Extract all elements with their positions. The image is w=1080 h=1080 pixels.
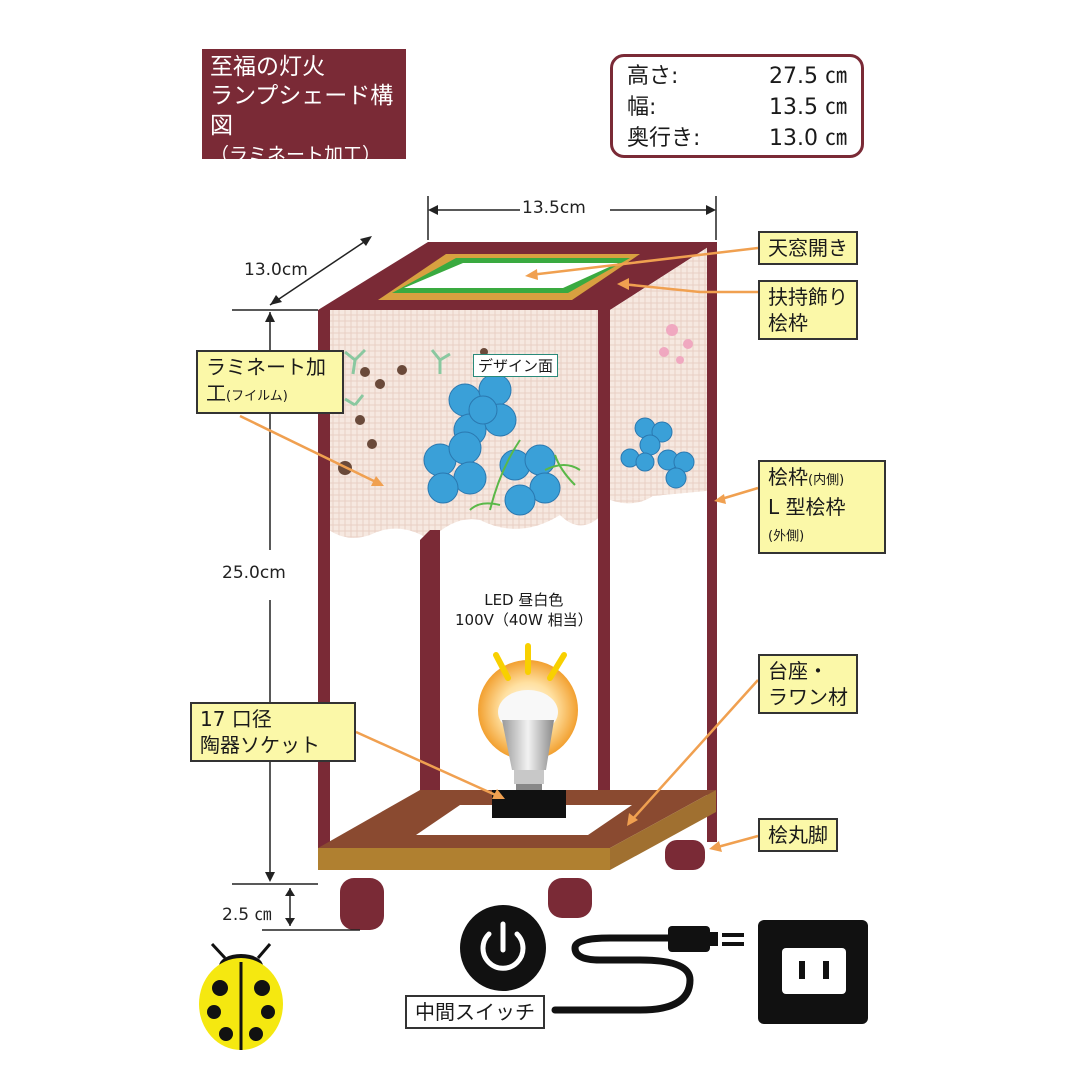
title-line-3: （ラミネート加工） xyxy=(210,144,382,166)
led-caption-line-1: LED 昼白色 xyxy=(484,591,564,609)
label-laminate-small: (フイルム) xyxy=(226,389,288,404)
label-base: 台座・ ラワン材 xyxy=(758,654,858,714)
label-hinoki-small-1: (内側) xyxy=(808,473,845,488)
label-skylight: 天窓開き xyxy=(758,231,858,265)
outlet-icon xyxy=(758,920,868,1024)
top-frame xyxy=(318,242,716,310)
label-skylight-text: 天窓開き xyxy=(768,236,848,260)
label-design-face: デザイン面 xyxy=(473,354,559,377)
depth-dimension: 13.0cm xyxy=(244,260,308,280)
legs xyxy=(340,840,705,930)
title-box: 至福の灯火 ランプシェード構図 （ラミネート加工） xyxy=(202,49,406,166)
label-frame-top-line-1: 扶持飾り xyxy=(768,285,848,309)
label-base-line-2: ラワン材 xyxy=(768,685,848,709)
label-laminate-line-1: ラミネート加 xyxy=(206,355,326,379)
spec-value: 13.5 ㎝ xyxy=(769,95,847,120)
width-dimension: 13.5cm xyxy=(522,198,586,218)
side-panel xyxy=(610,242,716,504)
spec-label: 幅: xyxy=(627,95,657,120)
spec-value: 27.5 ㎝ xyxy=(769,64,847,89)
label-switch-text: 中間スイッチ xyxy=(415,1000,535,1024)
title-line-1: 至福の灯火 xyxy=(210,54,325,80)
led-caption-line-2: 100V（40W 相当） xyxy=(455,611,593,629)
spec-row-height: 高さ: 27.5 ㎝ xyxy=(627,61,847,92)
label-hinoki-small-2: (外側) xyxy=(768,529,805,544)
spec-label: 奥行き: xyxy=(627,126,701,151)
body-height-dimension: 25.0cm xyxy=(222,563,286,583)
spec-label: 高さ: xyxy=(627,64,679,89)
spec-value: 13.0 ㎝ xyxy=(769,126,847,151)
label-hinoki-line-1: 桧枠 xyxy=(768,465,808,489)
title-line-2: ランプシェード構図 xyxy=(210,83,394,139)
label-frame-top-line-2: 桧枠 xyxy=(768,311,808,335)
label-socket: 17 口径 陶器ソケット xyxy=(190,702,356,762)
label-laminate-line-2: 工 xyxy=(206,381,226,405)
power-cord-icon xyxy=(551,926,744,1014)
spec-row-width: 幅: 13.5 ㎝ xyxy=(627,92,847,123)
label-hinoki-frame: 桧枠(内側) L 型桧枠 (外側) xyxy=(758,460,886,554)
base xyxy=(318,790,716,870)
label-frame-top: 扶持飾り 桧枠 xyxy=(758,280,858,340)
callout-arrows xyxy=(239,246,759,852)
label-switch: 中間スイッチ xyxy=(405,995,545,1029)
spec-row-depth: 奥行き: 13.0 ㎝ xyxy=(627,123,847,154)
power-switch-icon xyxy=(460,905,546,991)
led-bulb xyxy=(478,643,578,818)
label-socket-line-2: 陶器ソケット xyxy=(200,733,320,757)
label-base-line-1: 台座・ xyxy=(768,659,828,683)
label-hinoki-line-2: L 型桧枠 xyxy=(768,495,846,519)
spec-box: 高さ: 27.5 ㎝ 幅: 13.5 ㎝ 奥行き: 13.0 ㎝ xyxy=(610,54,864,158)
label-socket-line-1: 17 口径 xyxy=(200,707,272,731)
leg-height-dimension: 2.5 ㎝ xyxy=(222,905,272,925)
label-legs-text: 桧丸脚 xyxy=(768,823,828,847)
label-laminate: ラミネート加 工(フイルム) xyxy=(196,350,344,414)
led-caption: LED 昼白色 100V（40W 相当） xyxy=(455,590,593,630)
ladybug-icon xyxy=(199,942,283,1050)
label-legs: 桧丸脚 xyxy=(758,818,838,852)
